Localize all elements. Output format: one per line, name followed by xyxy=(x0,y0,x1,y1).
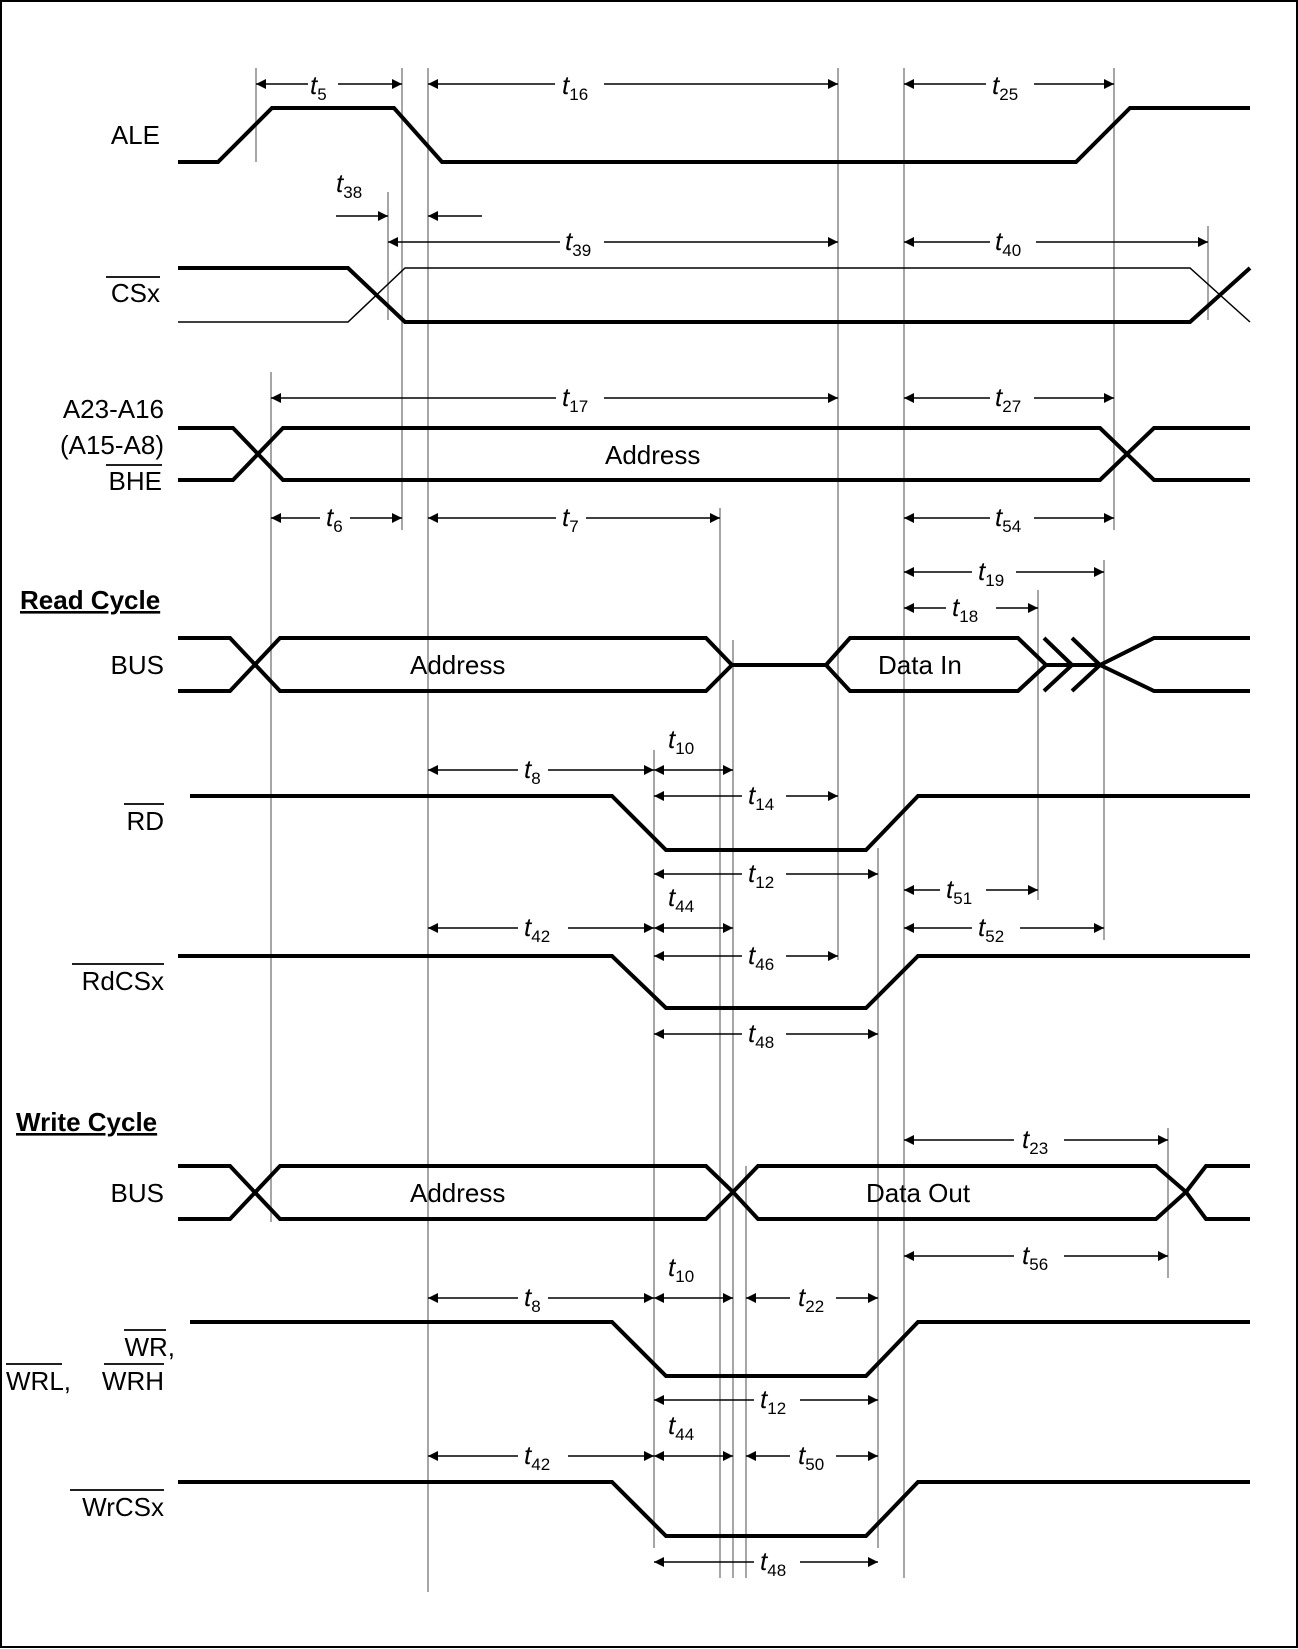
timing-label: t22 xyxy=(798,1282,824,1316)
wr-waveform xyxy=(190,1320,1250,1378)
wr-label: WR, xyxy=(124,1332,175,1362)
timing-label: t50 xyxy=(798,1440,824,1474)
timing-label: t46 xyxy=(748,940,774,974)
timing-label: t40 xyxy=(995,226,1021,260)
bus-content-labels: Address Address Data In Address Data Out xyxy=(410,440,971,1208)
read-address-label: Address xyxy=(410,650,505,680)
wrcsx-waveform xyxy=(178,1480,1250,1538)
write-bus-lower xyxy=(178,1164,1250,1221)
timing-label: t8 xyxy=(524,754,541,788)
timing-label: t42 xyxy=(524,912,550,946)
timing-label: t10 xyxy=(668,724,694,758)
timing-label: t52 xyxy=(978,912,1004,946)
reference-lines xyxy=(255,68,1209,1592)
ale-label: ALE xyxy=(111,120,160,150)
timing-label: t6 xyxy=(326,502,343,536)
wrh-label: WRH xyxy=(102,1366,164,1396)
a15-a8-label: (A15-A8) xyxy=(60,430,164,460)
read-bus-skew-2 xyxy=(1070,636,1103,693)
address-bus-lower xyxy=(178,426,1250,482)
timing-label: t18 xyxy=(952,592,978,626)
read-bus-label: BUS xyxy=(111,650,164,680)
csx-waveform-upper xyxy=(178,266,1252,324)
rdcsx-waveform xyxy=(178,954,1250,1010)
timing-label: t48 xyxy=(748,1018,774,1052)
write-cycle-heading: Write Cycle xyxy=(16,1107,157,1137)
data-out-label: Data Out xyxy=(866,1178,971,1208)
timing-label: t44 xyxy=(668,1410,694,1444)
timing-label: t48 xyxy=(760,1546,786,1580)
timing-label: t51 xyxy=(946,874,972,908)
read-bus-skew-1 xyxy=(1042,636,1075,693)
timing-label: t38 xyxy=(336,168,362,202)
wrcsx-label: WrCSx xyxy=(82,1492,164,1522)
read-bus-lower xyxy=(178,636,1250,693)
waveforms xyxy=(178,106,1252,1538)
timing-arrows xyxy=(256,79,1208,1567)
address-bus-upper xyxy=(178,426,1250,482)
bhe-label: BHE xyxy=(109,466,162,496)
read-cycle-heading: Read Cycle xyxy=(20,585,160,615)
ale-waveform xyxy=(178,106,1250,164)
csx-waveform-lower xyxy=(178,267,1251,323)
timing-label: t12 xyxy=(760,1384,786,1418)
write-bus-label: BUS xyxy=(111,1178,164,1208)
data-in-label: Data In xyxy=(878,650,962,680)
timing-label: t10 xyxy=(668,1252,694,1286)
timing-label: t19 xyxy=(978,556,1004,590)
timing-label: t16 xyxy=(562,70,588,104)
timing-label: t25 xyxy=(992,70,1018,104)
timing-label: t7 xyxy=(562,502,579,536)
timing-label: t12 xyxy=(748,858,774,892)
rd-waveform xyxy=(190,794,1250,852)
csx-label: CSx xyxy=(111,278,160,308)
timing-label: t39 xyxy=(565,226,591,260)
rdcsx-label: RdCSx xyxy=(82,966,164,996)
timing-label: t17 xyxy=(562,382,588,416)
timing-label: t23 xyxy=(1022,1124,1048,1158)
timing-label: t44 xyxy=(668,882,694,916)
a23-a16-label: A23-A16 xyxy=(63,394,164,424)
write-address-label: Address xyxy=(410,1178,505,1208)
timing-label: t56 xyxy=(1022,1240,1048,1274)
wrl-label: WRL, xyxy=(6,1366,71,1396)
timing-label: t5 xyxy=(310,70,327,104)
address-field-label: Address xyxy=(605,440,700,470)
timing-labels: t5 t16 t25 t38 t39 t40 t17 t27 t6 t7 t54… xyxy=(310,70,1048,1580)
signal-labels: ALE CSx A23-A16 (A15-A8) BHE Read Cycle … xyxy=(6,120,175,1522)
read-bus-upper xyxy=(178,636,1250,693)
rd-label: RD xyxy=(126,806,164,836)
timing-label: t54 xyxy=(995,502,1021,536)
timing-label: t8 xyxy=(524,1282,541,1316)
timing-label: t27 xyxy=(995,382,1021,416)
timing-label: t14 xyxy=(748,780,774,814)
timing-label: t42 xyxy=(524,1440,550,1474)
